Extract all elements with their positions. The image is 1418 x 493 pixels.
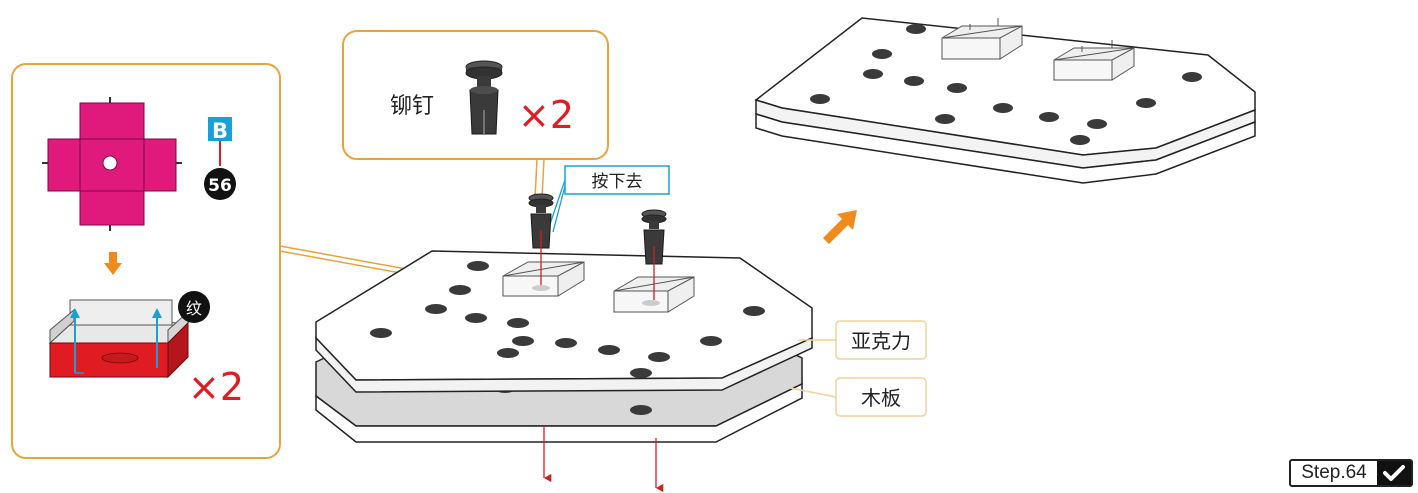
step-label: Step.64 — [1301, 462, 1367, 483]
next-arrow-icon — [823, 210, 857, 244]
wood-label: 木板 — [861, 386, 901, 410]
down-arrow-icon — [104, 252, 122, 275]
box-on-plate — [941, 18, 1023, 60]
rivet-label: 铆钉 — [390, 94, 434, 119]
rivet-count: ×2 — [518, 93, 574, 137]
press-label: 按下去 — [592, 172, 643, 192]
box-count: ×2 — [188, 365, 244, 409]
part-number: 56 — [208, 176, 232, 196]
fold-mark-badge: 纹 — [178, 291, 210, 323]
wood-label-box: 木板 — [789, 377, 927, 417]
box-callout: B 56 纹 ×2 — [11, 63, 506, 459]
rivet-part — [528, 193, 554, 285]
acrylic-plate — [315, 250, 813, 393]
result-assembly — [754, 17, 1256, 184]
check-icon — [1377, 461, 1411, 485]
acrylic-label: 亚克力 — [851, 329, 911, 353]
step-badge: Step.64 — [1289, 459, 1413, 487]
plate-hole — [810, 24, 1202, 145]
rivet-part — [641, 209, 667, 300]
part-letter: B — [212, 119, 228, 143]
acrylic-label-box: 亚克力 — [798, 320, 927, 360]
box-folded — [48, 299, 190, 379]
plate-hole — [370, 261, 765, 378]
rivet-callout: 铆钉 ×2 — [342, 30, 609, 199]
fold-mark-text: 纹 — [186, 299, 202, 318]
box-on-plate — [1053, 40, 1135, 81]
box-flat-net — [42, 97, 182, 231]
rivet-icon — [465, 60, 503, 135]
part-id-badge: B 56 — [204, 117, 236, 200]
press-callout: 按下去 — [547, 165, 670, 233]
box-on-plate — [502, 261, 585, 297]
